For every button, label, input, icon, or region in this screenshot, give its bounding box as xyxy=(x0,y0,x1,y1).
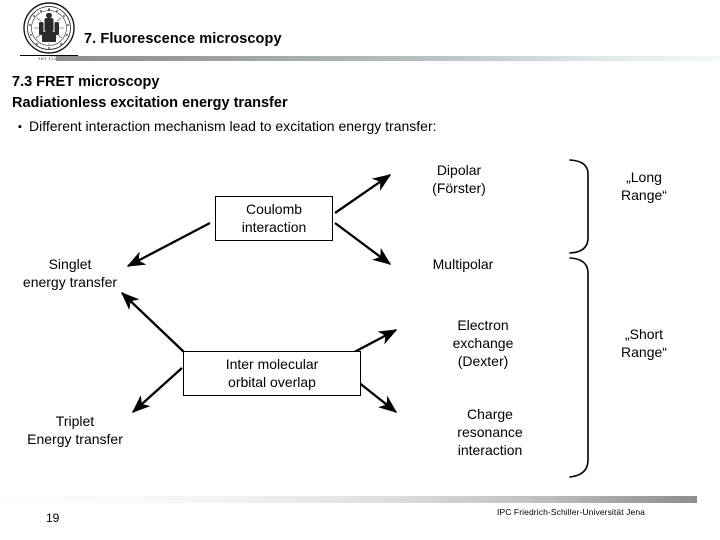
label-singlet-energy-transfer: Singlet energy transfer xyxy=(4,255,136,291)
label-long-range: „Long Range“ xyxy=(598,168,690,204)
arrow-coulomb-to-multipolar xyxy=(334,222,392,265)
node-intermolecular-line1: Inter molecular orbital overlap xyxy=(225,356,319,390)
diagram-connectors xyxy=(121,159,589,478)
logo-subtitle: seit 1558 xyxy=(38,57,60,62)
label-triplet-text: Triplet Energy transfer xyxy=(27,413,123,447)
bracket-short-range xyxy=(569,257,589,478)
label-multipolar-text: Multipolar xyxy=(432,256,494,272)
page-title: 7. Fluorescence microscopy xyxy=(84,31,282,47)
bullet-text: Different interaction mechanism lead to … xyxy=(29,118,437,134)
label-singlet-text: Singlet energy transfer xyxy=(22,256,118,290)
bracket-long-range xyxy=(569,159,589,254)
footer-credit: IPC Friedrich-Schiller-Universität Jena xyxy=(497,507,645,517)
bullet-square-icon: ▪ xyxy=(18,121,22,133)
label-dipolar-forster: Dipolar (Förster) xyxy=(399,161,519,197)
label-short-range: „Short Range“ xyxy=(598,325,690,361)
node-coulomb-line1: Coulomb interaction xyxy=(241,201,307,235)
subsection-heading: Radiationless excitation energy transfer xyxy=(12,95,288,111)
label-short-range-text: „Short Range“ xyxy=(621,326,667,360)
label-multipolar: Multipolar xyxy=(399,255,527,273)
label-charge-resonance-text: Charge resonance interaction xyxy=(457,406,523,458)
label-electron-exchange-dexter: Electron exchange (Dexter) xyxy=(399,316,567,370)
page-number: 19 xyxy=(46,511,60,525)
university-seal-icon xyxy=(23,2,75,54)
label-long-range-text: „Long Range“ xyxy=(621,169,667,203)
label-dipolar-text: Dipolar (Förster) xyxy=(432,162,486,196)
arrow-intermolecular-to-triplet xyxy=(131,367,183,413)
arrow-intermolecular-to-singlet xyxy=(121,292,186,354)
section-heading: 7.3 FRET microscopy xyxy=(12,74,160,90)
university-logo: seit 1558 xyxy=(14,2,92,64)
label-triplet-energy-transfer: Triplet Energy transfer xyxy=(11,412,139,448)
label-electron-exchange-text: Electron exchange (Dexter) xyxy=(452,317,514,369)
arrow-coulomb-to-dipolar xyxy=(334,174,392,214)
arrow-coulomb-to-singlet xyxy=(126,221,211,268)
energy-transfer-diagram: Coulomb interaction Inter molecular orbi… xyxy=(0,140,720,490)
footer-divider-bar xyxy=(0,496,697,503)
node-coulomb-interaction[interactable]: Coulomb interaction xyxy=(215,196,333,241)
logo-divider xyxy=(20,55,78,56)
header-divider-bar xyxy=(56,56,720,61)
label-charge-resonance-interaction: Charge resonance interaction xyxy=(399,405,581,459)
bullet-line: ▪ Different interaction mechanism lead to… xyxy=(18,118,437,134)
node-intermolecular-orbital-overlap[interactable]: Inter molecular orbital overlap xyxy=(183,351,361,396)
